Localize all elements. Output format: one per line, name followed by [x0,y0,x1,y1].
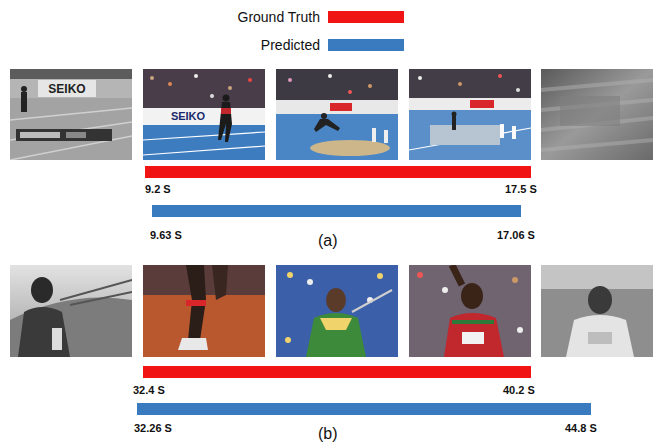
time-label: 17.5 S [505,184,537,195]
time-label: 17.06 S [497,230,535,241]
time-label: 32.4 S [133,385,165,396]
time-label: 9.63 S [150,230,182,241]
video-frame [276,69,398,160]
legend-swatch [328,11,404,23]
video-frame [541,265,653,357]
time-label: 44.8 S [565,423,597,434]
video-frame [276,265,398,357]
banner-text: SEIKO [48,83,85,95]
ground-truth-bar [145,166,531,178]
banner-text: SEIKO [171,111,205,122]
time-label: 32.26 S [134,423,172,434]
video-frame [409,69,531,160]
legend-label: Predicted [261,38,320,52]
ground-truth-bar [143,366,531,378]
video-frame [10,265,132,357]
predicted-bar [137,403,591,415]
video-frame [409,265,531,357]
subfigure-caption: (a) [318,233,338,249]
time-label: 9.2 S [145,184,171,195]
video-frame [541,69,653,160]
video-frame [143,265,265,357]
video-frame [143,69,265,160]
legend-label: Ground Truth [238,10,321,24]
predicted-bar [152,205,521,217]
legend-swatch [328,39,404,51]
subfigure-caption: (b) [318,426,338,442]
time-label: 40.2 S [503,385,535,396]
video-frame [10,69,132,160]
